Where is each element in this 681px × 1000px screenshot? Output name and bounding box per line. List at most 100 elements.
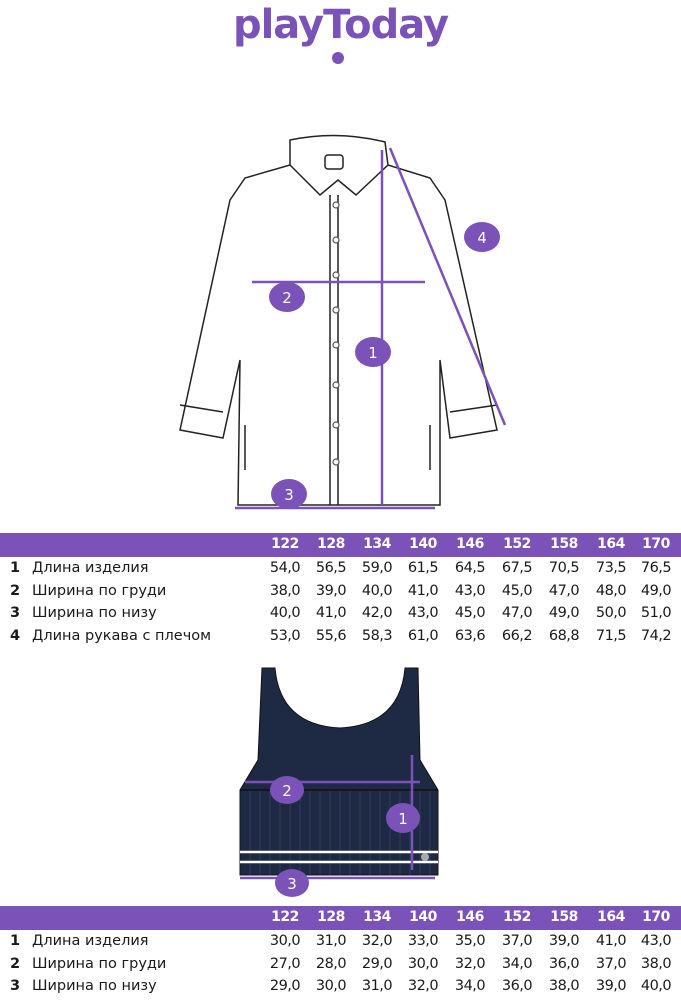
size-header: 122 (271, 536, 299, 552)
measurement-value: 40,0 (361, 582, 393, 599)
measurement-value: 31,0 (361, 978, 393, 994)
measurement-value: 63,6 (454, 627, 486, 644)
measurement-value: 47,0 (501, 605, 533, 621)
measurement-value: 41,0 (595, 933, 627, 949)
row-label: Длина рукава с плечом (32, 627, 212, 644)
row-number: 2 (10, 955, 21, 972)
size-header: 158 (550, 536, 578, 552)
marker-2: 2 (282, 782, 292, 800)
measurement-value: 66,2 (501, 627, 533, 644)
measurement-value: 45,0 (454, 605, 486, 621)
measurement-value: 32,0 (361, 933, 393, 949)
measurement-value: 38,0 (640, 955, 672, 972)
row-label: Ширина по низу (32, 978, 157, 994)
measurement-value: 73,5 (595, 560, 627, 576)
measurement-value: 54,0 (269, 560, 301, 576)
size-header: 146 (456, 536, 484, 552)
measurement-value: 34,0 (454, 978, 486, 994)
measurement-value: 37,0 (595, 955, 627, 972)
size-header: 170 (642, 909, 670, 925)
measurement-value: 30,0 (269, 933, 301, 949)
measurement-value: 50,0 (595, 605, 627, 621)
measurement-value: 32,0 (454, 955, 486, 972)
measurement-value: 68,8 (548, 627, 580, 644)
measurement-value: 39,0 (595, 978, 627, 994)
measurement-value: 43,0 (407, 605, 439, 621)
measurement-value: 36,0 (501, 978, 533, 994)
measurement-value: 74,2 (640, 627, 672, 644)
size-header: 164 (597, 909, 625, 925)
measurement-value: 43,0 (454, 582, 486, 599)
measurement-value: 34,0 (501, 955, 533, 972)
size-header: 152 (503, 909, 531, 925)
size-header: 134 (363, 909, 391, 925)
measurement-value: 30,0 (315, 978, 347, 994)
marker-1: 1 (398, 810, 408, 828)
size-header: 140 (409, 909, 437, 925)
measurement-value: 31,0 (315, 933, 347, 949)
measurement-value: 51,0 (640, 605, 672, 621)
measurement-value: 32,0 (407, 978, 439, 994)
measurement-value: 58,3 (361, 627, 393, 644)
measurement-value: 61,5 (407, 560, 439, 576)
measurement-value: 70,5 (548, 560, 580, 576)
size-header: 164 (597, 536, 625, 552)
marker-3: 3 (284, 486, 294, 504)
size-header: 152 (503, 536, 531, 552)
row-label: Длина изделия (32, 933, 149, 949)
measurement-value: 71,5 (595, 627, 627, 644)
marker-1: 1 (368, 344, 378, 362)
measurement-markers (269, 222, 500, 509)
measurement-value: 42,0 (361, 605, 393, 621)
size-header: 134 (363, 536, 391, 552)
measurement-value: 33,0 (407, 933, 439, 949)
measurement-value: 29,0 (361, 955, 393, 972)
row-number: 1 (10, 560, 21, 576)
measurement-value: 47,0 (548, 582, 580, 599)
measurement-value: 39,0 (548, 933, 580, 949)
marker-2: 2 (282, 289, 292, 307)
measurement-value: 36,0 (548, 955, 580, 972)
measurement-value: 43,0 (640, 933, 672, 949)
measurement-value: 37,0 (501, 933, 533, 949)
measurement-value: 64,5 (454, 560, 486, 576)
marker-3: 3 (287, 875, 297, 893)
measurement-value: 49,0 (548, 605, 580, 621)
size-header: 128 (317, 909, 345, 925)
measurement-value: 61,0 (407, 627, 439, 644)
measurement-value: 39,0 (315, 582, 347, 599)
measurement-value: 29,0 (269, 978, 301, 994)
shirt-diagram: 1 2 3 4 (179, 134, 507, 510)
row-label: Длина изделия (32, 560, 149, 576)
measurement-value: 30,0 (407, 955, 439, 972)
size-header: 128 (317, 536, 345, 552)
brand-logo: playToday (232, 2, 449, 48)
logo-dot (332, 52, 344, 64)
measurement-value: 67,5 (501, 560, 533, 576)
size-header: 140 (409, 536, 437, 552)
measurement-value: 27,0 (269, 955, 301, 972)
row-number: 3 (10, 605, 21, 621)
size-header: 158 (550, 909, 578, 925)
table-header: 122 128 134 140 146 152 158 164 170 (0, 533, 681, 557)
row-number: 2 (10, 582, 21, 599)
measurement-value: 56,5 (315, 560, 347, 576)
size-header: 170 (642, 536, 670, 552)
row-number: 4 (10, 627, 21, 644)
shirt-size-table: 122 128 134 140 146 152 158 164 170 1 Длина издел… (0, 533, 681, 647)
marker-4: 4 (477, 229, 487, 247)
measurement-value: 49,0 (640, 582, 672, 599)
size-header: 122 (271, 909, 299, 925)
measurement-value: 48,0 (595, 582, 627, 599)
measurement-value: 40,0 (269, 605, 301, 621)
measurement-value: 35,0 (454, 933, 486, 949)
